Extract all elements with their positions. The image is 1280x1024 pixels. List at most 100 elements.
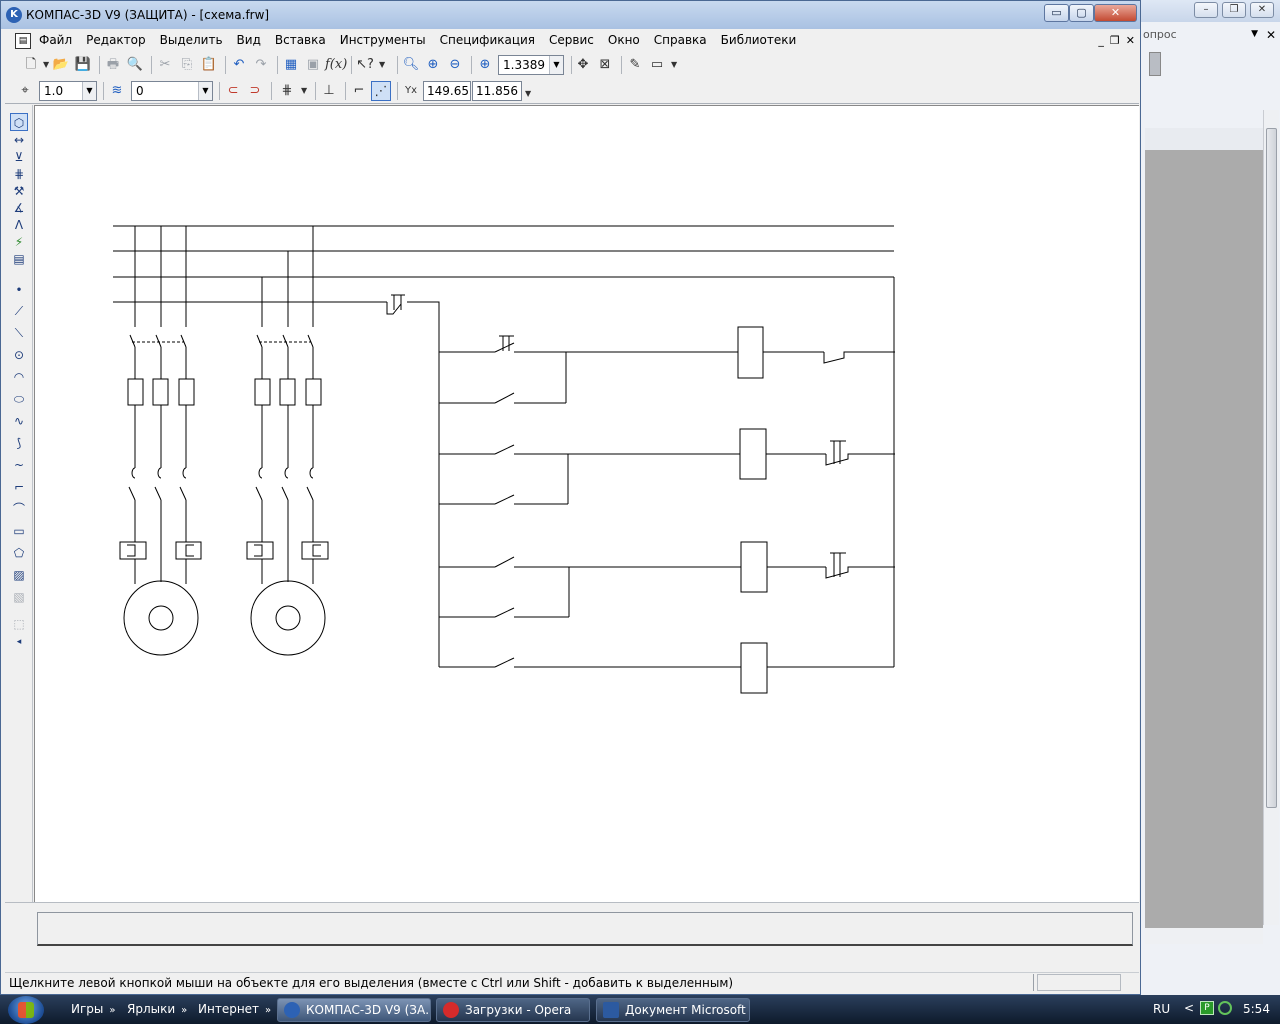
start-button[interactable] (8, 996, 44, 1024)
background-vertical-scrollbar[interactable] (1263, 110, 1279, 925)
view-dropdown-arrow-icon[interactable]: ▼ (671, 60, 678, 69)
pan-icon[interactable]: ✥ (577, 57, 589, 72)
layers-icon[interactable]: ≋ (111, 83, 123, 98)
tray-app-icon[interactable]: P (1200, 1001, 1214, 1015)
fill-icon[interactable]: ▧ (13, 590, 25, 604)
background-close-icon[interactable]: ✕ (1265, 28, 1276, 42)
coord-y-field[interactable]: 11.856 (472, 81, 522, 101)
undo-icon[interactable]: ↶ (233, 57, 245, 72)
taskbar-button-opera[interactable]: Загрузки - Opera (436, 998, 590, 1022)
zoom-combo[interactable]: 1.3389 ▼ (498, 55, 564, 75)
rectangle-icon[interactable]: ▭ (13, 524, 25, 538)
document-restore-button[interactable]: ❐ (1109, 34, 1120, 47)
parametric-mode-icon[interactable]: ⋰ (371, 81, 391, 101)
chamfer-icon[interactable]: ⌐ (13, 480, 25, 494)
menu-file[interactable]: Файл (39, 33, 73, 47)
help-pointer-icon[interactable]: ↖? (356, 57, 374, 72)
symbols-icon[interactable]: ⊻ (14, 150, 24, 164)
geometry-icon[interactable]: ⬡ (10, 113, 28, 131)
zoom-in-icon[interactable]: ⊕ (427, 57, 439, 72)
minimize-button[interactable]: ▭ (1044, 4, 1069, 22)
background-minimize-button[interactable]: – (1194, 2, 1218, 18)
maximize-button[interactable]: ▢ (1069, 4, 1094, 22)
document-icon[interactable]: ▤ (15, 33, 31, 49)
taskbar-toolbar-shortcuts[interactable]: Ярлыки» (127, 1002, 187, 1016)
language-indicator[interactable]: RU (1153, 1002, 1171, 1016)
title-bar[interactable]: K КОМПАС-3D V9 (ЗАЩИТА) - [схема.frw] ▭ … (1, 1, 1140, 29)
panel-scroll-arrow-icon[interactable]: ◂ (16, 637, 22, 647)
layer-combo[interactable]: 0 ▼ (131, 81, 213, 101)
clock[interactable]: 5:54 (1243, 1002, 1270, 1016)
coord-x-field[interactable]: 149.65 (423, 81, 471, 101)
cut-icon[interactable]: ✂ (159, 57, 171, 72)
manager-icon[interactable]: ▦ (284, 57, 298, 72)
snap-icon[interactable]: ⊂ (227, 83, 239, 98)
ellipse-icon[interactable]: ⬭ (13, 392, 25, 406)
chevron-down-icon[interactable]: ▼ (549, 56, 563, 74)
view-icon[interactable]: ▭ (650, 57, 664, 72)
auxiliary-line-icon[interactable]: ⟋ (14, 304, 24, 318)
properties-panel[interactable] (37, 912, 1133, 946)
copy-icon[interactable]: ⎘ (181, 57, 193, 72)
library-icon[interactable]: ▣ (306, 57, 320, 72)
help-dropdown-arrow-icon[interactable]: ▼ (379, 60, 386, 69)
polyline-icon[interactable]: ⟆ (16, 436, 22, 450)
background-maximize-button[interactable]: ❐ (1222, 2, 1246, 18)
new-dropdown-arrow-icon[interactable]: ▼ (43, 60, 50, 69)
taskbar-toolbar-games[interactable]: Игры» (71, 1002, 116, 1016)
select-icon[interactable]: Λ (14, 218, 24, 232)
background-close-button[interactable]: ✕ (1250, 2, 1274, 18)
coords-dropdown-arrow-icon[interactable]: ▼ (525, 89, 532, 98)
measure-icon[interactable]: ∡ (13, 201, 25, 215)
paste-icon[interactable]: 📋 (200, 57, 218, 72)
background-window-menu-text[interactable]: опрос (1143, 28, 1177, 41)
spec-icon[interactable]: ▤ (13, 252, 25, 266)
spline-icon[interactable]: ∿ (13, 414, 25, 428)
chevron-down-icon[interactable]: ▼ (82, 82, 96, 100)
taskbar-button-word[interactable]: Документ Microsoft ... (596, 998, 750, 1022)
open-icon[interactable]: 📂 (52, 57, 70, 72)
point-icon[interactable]: ∙ (15, 282, 23, 296)
document-close-button[interactable]: ✕ (1125, 34, 1135, 47)
zoom-scale-icon[interactable]: ⊕ (479, 57, 491, 72)
parametrization-icon[interactable]: ⚒ (13, 184, 25, 198)
zoom-out-icon[interactable]: ⊖ (449, 57, 461, 72)
background-horizontal-scrollbar[interactable] (1145, 928, 1263, 944)
menu-window[interactable]: Окно (607, 33, 640, 47)
arc-icon[interactable]: ◠ (13, 370, 25, 384)
local-snap-icon[interactable]: ⊃ (249, 83, 261, 98)
menu-help[interactable]: Справка (653, 33, 707, 47)
print-preview-icon[interactable]: 🔍 (126, 57, 144, 72)
tray-network-icon[interactable] (1218, 1001, 1232, 1015)
show-all-icon[interactable]: ⊠ (599, 57, 611, 72)
circle-icon[interactable]: ⊙ (13, 348, 25, 362)
background-window[interactable]: – ❐ ✕ опрос ▼ ✕ (1140, 0, 1280, 995)
taskbar-button-kompas[interactable]: КОМПАС-3D V9 (ЗА... (277, 998, 431, 1022)
collect-contour-icon[interactable]: ⬚ (13, 617, 25, 631)
redo-icon[interactable]: ↷ (255, 57, 267, 72)
close-button[interactable]: ✕ (1094, 4, 1137, 22)
taskbar-toolbar-internet[interactable]: Интернет» (198, 1002, 271, 1016)
menu-view[interactable]: Вид (236, 33, 261, 47)
menu-select[interactable]: Выделить (159, 33, 223, 47)
kompas-logo-icon[interactable]: K (6, 7, 22, 23)
step-combo[interactable]: 1.0 ▼ (39, 81, 97, 101)
cursor-step-icon[interactable]: ⌖ (21, 83, 29, 98)
polygon-icon[interactable]: ⬠ (13, 546, 25, 560)
background-dropdown-arrow-icon[interactable]: ▼ (1251, 29, 1258, 39)
fillet-icon[interactable]: ⌒ (12, 502, 25, 516)
menu-edit[interactable]: Редактор (86, 33, 146, 47)
grid-dropdown-arrow-icon[interactable]: ▼ (301, 86, 308, 95)
menu-insert[interactable]: Вставка (274, 33, 326, 47)
background-dropdown[interactable] (1149, 52, 1161, 76)
bezier-icon[interactable]: ~ (13, 458, 25, 472)
scroll-thumb[interactable] (1266, 128, 1277, 808)
save-icon[interactable]: 💾 (74, 57, 92, 72)
drawing-canvas[interactable] (34, 105, 1139, 902)
menu-service[interactable]: Сервис (549, 33, 594, 47)
editing-icon[interactable]: ⋕ (13, 167, 25, 181)
ortho-icon[interactable]: ⌐ (353, 83, 365, 98)
menu-tools[interactable]: Инструменты (339, 33, 426, 47)
document-minimize-button[interactable]: _ (1098, 34, 1104, 47)
segment-icon[interactable]: ⟍ (14, 326, 24, 340)
